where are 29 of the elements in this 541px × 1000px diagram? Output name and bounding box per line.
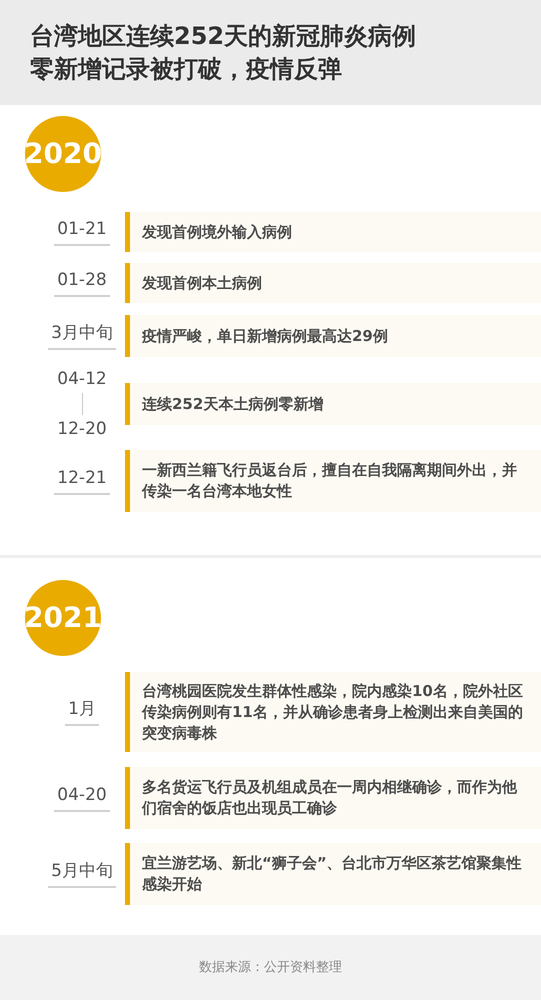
- date-label: 3月中旬: [48, 322, 116, 350]
- page-title: 台湾地区连续252天的新冠肺炎病例零新增记录被打破，疫情反弹: [30, 21, 418, 85]
- event-text: 发现首例本土病例: [142, 272, 262, 294]
- date-label: 12-20: [57, 418, 107, 440]
- date-label: 12-21: [54, 467, 110, 495]
- date-label: 04-12: [57, 368, 107, 390]
- event-text: 台湾桃园医院发生群体性感染，院内感染10名，院外社区传染病例则有11名，并从确诊患者身上检测出来自美国的突变病毒株: [142, 680, 524, 744]
- date-label: 01-21: [54, 218, 110, 246]
- date-label: 04-20: [54, 784, 110, 812]
- event-box: [125, 263, 541, 303]
- event-box: [125, 672, 541, 752]
- event-box: [125, 767, 541, 829]
- event-text: 疫情严峻，单日新增病例最高达29例: [142, 326, 388, 346]
- date-label: 5月中旬: [48, 860, 116, 888]
- date-label: 01-28: [54, 269, 110, 297]
- year-label: 2020: [24, 137, 102, 171]
- event-box: [125, 383, 541, 425]
- event-box: [125, 450, 541, 512]
- event-text: 发现首例境外输入病例: [142, 222, 292, 242]
- year-label: 2021: [24, 601, 102, 635]
- date-label: 1月: [65, 698, 99, 726]
- event-box: [125, 212, 541, 252]
- event-text: 多名货运飞行员及机组成员在一周内相继确诊，而作为他们宿舍的饭店也出现员工确诊: [142, 777, 518, 819]
- event-text: 连续252天本土病例零新增: [142, 394, 324, 414]
- source-note: 数据来源：公开资料整理: [199, 959, 342, 976]
- event-box: [125, 315, 541, 357]
- event-text: 宜兰游艺场、新北“狮子会”、台北市万华区茶艺馆聚集性感染开始: [142, 853, 523, 895]
- event-box: [125, 843, 541, 905]
- event-text: 一新西兰籍飞行员返台后，擅自在自我隔离期间外出，并传染一名台湾本地女性: [142, 460, 518, 502]
